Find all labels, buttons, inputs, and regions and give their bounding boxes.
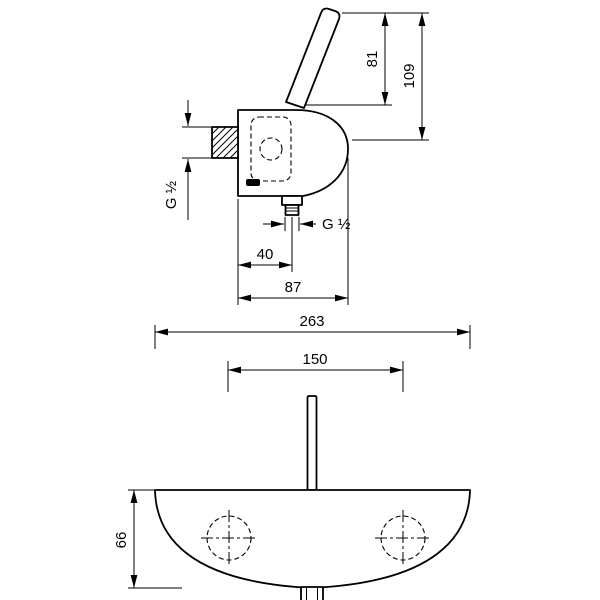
mounting-hole-left: [201, 510, 257, 566]
dim-label-66: 66: [113, 532, 130, 549]
thread-callout-outlet: G ½: [263, 216, 351, 233]
spout-front: [306, 395, 318, 491]
lever-handle: [285, 7, 341, 109]
dimension-150: 150: [227, 351, 404, 392]
bottom-outlet: [281, 195, 303, 216]
dim-label-109: 109: [401, 63, 418, 88]
dim-label-150: 150: [302, 351, 327, 368]
cartridge-hidden-circle: [259, 137, 283, 161]
dimension-109: 109: [352, 12, 429, 141]
side-view: 81 109 G ½ G ½: [163, 7, 429, 305]
dimension-66: 66: [113, 489, 182, 589]
set-screw-detail: [246, 179, 260, 186]
dim-label-81: 81: [364, 51, 381, 68]
mixer-body: [237, 109, 349, 197]
bottom-connector-front: [300, 586, 324, 600]
dim-label-263: 263: [299, 313, 324, 330]
body-plate: [154, 489, 471, 589]
dimension-40: 40: [237, 199, 293, 305]
dimension-87: 87: [238, 158, 349, 305]
thread-label-outlet: G ½: [322, 216, 351, 233]
front-view: 263 150: [113, 313, 471, 600]
dimension-263: 263: [154, 313, 471, 349]
thread-callout-wall: G ½: [163, 100, 212, 220]
mounting-hole-right: [375, 510, 431, 566]
cartridge-hidden-outline: [250, 116, 292, 182]
thread-label-wall: G ½: [163, 180, 180, 209]
dim-label-40: 40: [257, 246, 274, 263]
thread-hatching: [211, 126, 239, 159]
dimension-81: 81: [306, 12, 429, 106]
dim-label-87: 87: [285, 279, 302, 296]
